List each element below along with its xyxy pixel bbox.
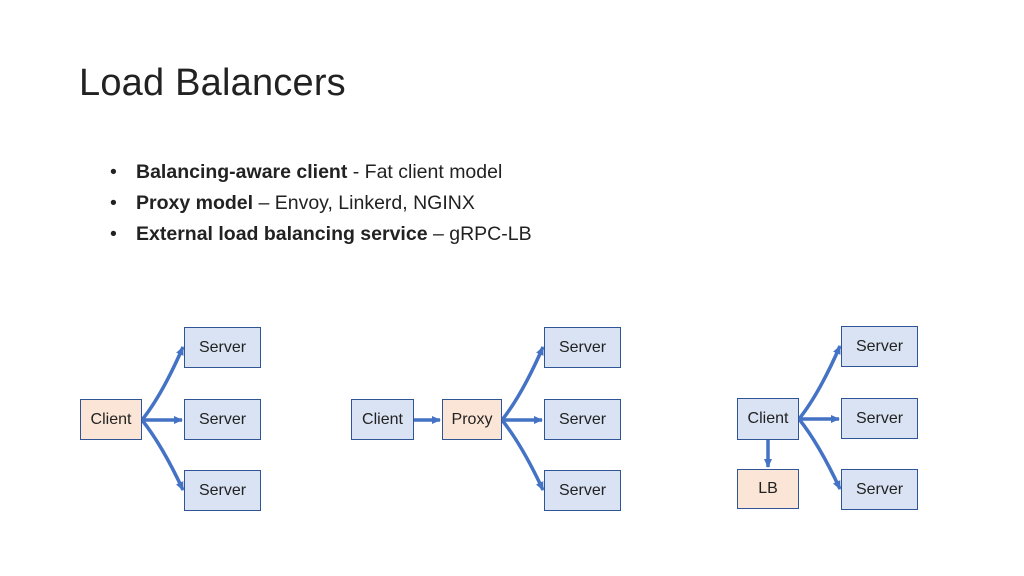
bullet-dot-icon: • xyxy=(110,192,117,214)
bullet-dot-icon: • xyxy=(110,223,117,245)
proxy-node: Proxy xyxy=(442,399,502,440)
server-node: Server xyxy=(184,399,261,440)
client-node: Client xyxy=(351,399,414,440)
client-node: Client xyxy=(737,398,799,440)
bullet-description: – gRPC-LB xyxy=(427,223,532,245)
bullet-list: • Balancing-aware client - Fat client mo… xyxy=(110,157,532,250)
server-node: Server xyxy=(184,470,261,511)
server-node: Server xyxy=(841,398,918,439)
slide-title: Load Balancers xyxy=(79,62,346,104)
bullet-description: – Envoy, Linkerd, NGINX xyxy=(253,192,475,214)
server-node: Server xyxy=(544,399,621,440)
bullet-description: - Fat client model xyxy=(347,161,503,183)
bullet-dot-icon: • xyxy=(110,161,117,183)
bullet-item: • External load balancing service – gRPC… xyxy=(110,219,532,250)
server-node: Server xyxy=(544,327,621,368)
arrow-client-to-server-top xyxy=(797,345,842,421)
arrow-client-to-server-bottom xyxy=(140,418,185,491)
arrow-proxy-to-server-bottom xyxy=(500,418,545,491)
arrow-client-to-server-bottom xyxy=(797,417,842,490)
arrow-proxy-to-server-top xyxy=(500,346,545,422)
bullet-term: Balancing-aware client xyxy=(136,161,348,183)
bullet-item: • Proxy model – Envoy, Linkerd, NGINX xyxy=(110,188,532,219)
server-node: Server xyxy=(841,326,918,367)
server-node: Server xyxy=(841,469,918,510)
lb-node: LB xyxy=(737,469,799,509)
bullet-term: External load balancing service xyxy=(136,223,428,245)
bullet-item: • Balancing-aware client - Fat client mo… xyxy=(110,157,532,188)
server-node: Server xyxy=(544,470,621,511)
server-node: Server xyxy=(184,327,261,368)
arrow-client-to-server-top xyxy=(140,346,185,422)
client-node: Client xyxy=(80,399,142,440)
bullet-term: Proxy model xyxy=(136,192,254,214)
